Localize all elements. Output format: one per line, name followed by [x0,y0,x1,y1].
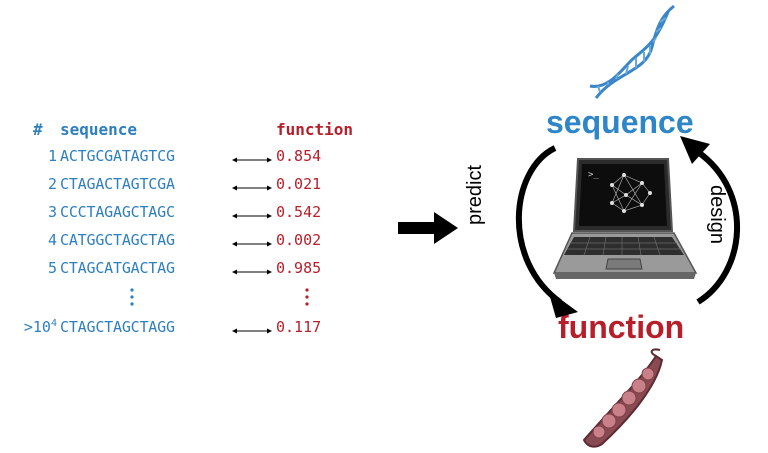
right-arrow-icon [398,212,458,244]
row-value: 0.002 [276,231,322,249]
row-sequence: ACTGCGATAGTCG [60,147,175,165]
design-predict-cycle: sequence function predict design >_ [380,0,768,453]
dna-icon [589,4,675,99]
predict-label: predict [464,164,486,225]
double-arrow-icon [232,213,272,219]
table-row: 4 CATGGCTAGCTAG 0.002 [0,231,400,253]
sequence-header: sequence [60,120,138,139]
row-index: 2 [47,175,57,193]
pea-pod-icon [582,348,664,448]
design-arrow-icon [680,136,741,305]
sequence-function-table: # sequence function 1 ACTGCGATAGTCG 0.85… [0,120,400,340]
table-row: 3 CCCTAGAGCTAGC 0.542 [0,203,400,225]
sequence-label: sequence [546,104,694,140]
table-row: 1 ACTGCGATAGTCG 0.854 [0,147,400,169]
function-label: function [558,309,685,345]
row-value: 0.117 [276,318,322,336]
row-index: 1 [47,147,57,165]
table-row-last: >104 CTAGCTAGCTAGG 0.117 [0,318,400,340]
double-arrow-icon [232,328,272,334]
svg-text:>_: >_ [588,170,599,180]
row-index: 3 [47,203,57,221]
double-arrow-icon [232,269,272,275]
sequence-ellipsis-icon [130,288,134,306]
table-row: 2 CTAGACTAGTCGA 0.021 [0,175,400,197]
row-index: 5 [47,259,57,277]
index-header: # [33,120,43,139]
laptop-neural-network-icon: >_ [552,158,698,279]
row-value: 0.542 [276,203,322,221]
double-arrow-icon [232,157,272,163]
row-sequence: CATGGCTAGCTAG [60,231,175,249]
row-index: 4 [47,231,57,249]
function-header: function [276,120,354,139]
row-value: 0.021 [276,175,322,193]
function-ellipsis-icon [305,288,309,306]
row-value: 0.854 [276,147,322,165]
row-sequence: CTAGCATGACTAG [60,259,175,277]
predict-arrow-icon [515,145,578,318]
row-value: 0.985 [276,259,322,277]
row-sequence: CTAGCTAGCTAGG [60,318,175,336]
row-sequence: CTAGACTAGTCGA [60,175,175,193]
row-sequence: CCCTAGAGCTAGC [60,203,175,221]
double-arrow-icon [232,241,272,247]
row-index: >104 [23,318,57,336]
double-arrow-icon [232,185,272,191]
table-row: 5 CTAGCATGACTAG 0.985 [0,259,400,281]
